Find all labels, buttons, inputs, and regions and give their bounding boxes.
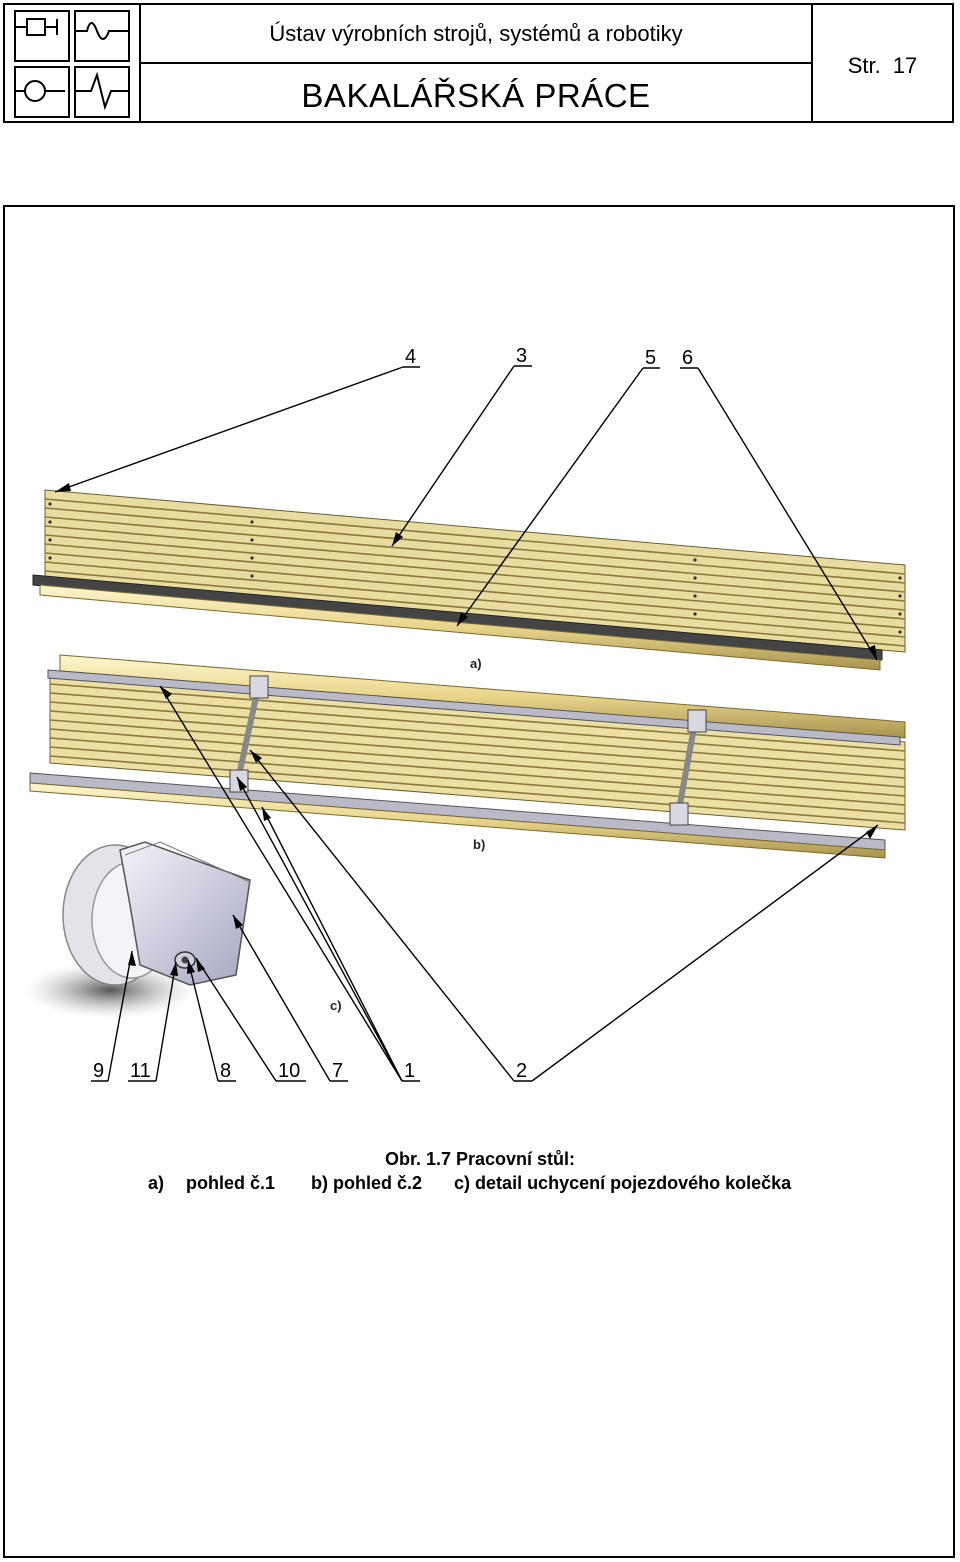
view-a-table: a) xyxy=(32,489,906,671)
page-prefix: Str. xyxy=(847,53,881,78)
page-number: Str. 17 xyxy=(813,53,952,79)
caption-item-a-text: pohled č.1 xyxy=(186,1173,276,1193)
view-c-wheel-detail: c) xyxy=(25,841,342,1018)
callout-7: 7 xyxy=(332,1060,343,1082)
callout-6: 6 xyxy=(682,347,693,369)
figure-caption-items: a) pohled č.1 b) pohled č.2 c) detail uchyc… xyxy=(148,1173,791,1194)
figure-frame xyxy=(3,205,955,1558)
view-label-c: c) xyxy=(330,998,342,1013)
callout-5: 5 xyxy=(645,347,656,369)
page-number-cell: Str. 17 xyxy=(813,5,952,121)
callout-9: 9 xyxy=(93,1060,104,1082)
callout-11: 11 xyxy=(130,1060,151,1082)
institute-logo xyxy=(5,5,141,121)
leader-arrowheads xyxy=(55,483,878,976)
workbench-figure: a) b) xyxy=(25,345,906,1082)
view-label-b: b) xyxy=(473,837,485,852)
caption-item-c: c) detail uchycení pojezdového kolečka xyxy=(454,1173,792,1193)
callout-3: 3 xyxy=(516,345,527,367)
callout-8: 8 xyxy=(220,1060,231,1082)
caption-item-b: b) pohled č.2 xyxy=(311,1173,423,1193)
header-divider xyxy=(141,62,811,64)
page-header: Ústav výrobních strojů, systémů a roboti… xyxy=(3,3,954,123)
page-number-value: 17 xyxy=(892,53,918,78)
callout-2: 2 xyxy=(516,1060,527,1082)
view-b-table: b) xyxy=(29,654,906,859)
institute-name: Ústav výrobních strojů, systémů a roboti… xyxy=(269,21,683,46)
callout-1: 1 xyxy=(404,1060,415,1082)
caption-item-a-marker: a) xyxy=(148,1173,165,1193)
view-label-a: a) xyxy=(470,656,482,671)
callout-10: 10 xyxy=(278,1060,300,1082)
thesis-type: BAKALÁŘSKÁ PRÁCE xyxy=(301,77,651,114)
leader-lines xyxy=(54,365,879,1082)
callout-4: 4 xyxy=(405,346,416,368)
header-title-cell: Ústav výrobních strojů, systémů a roboti… xyxy=(141,5,813,121)
figure-caption-title: Obr. 1.7 Pracovní stůl: xyxy=(384,1149,576,1169)
